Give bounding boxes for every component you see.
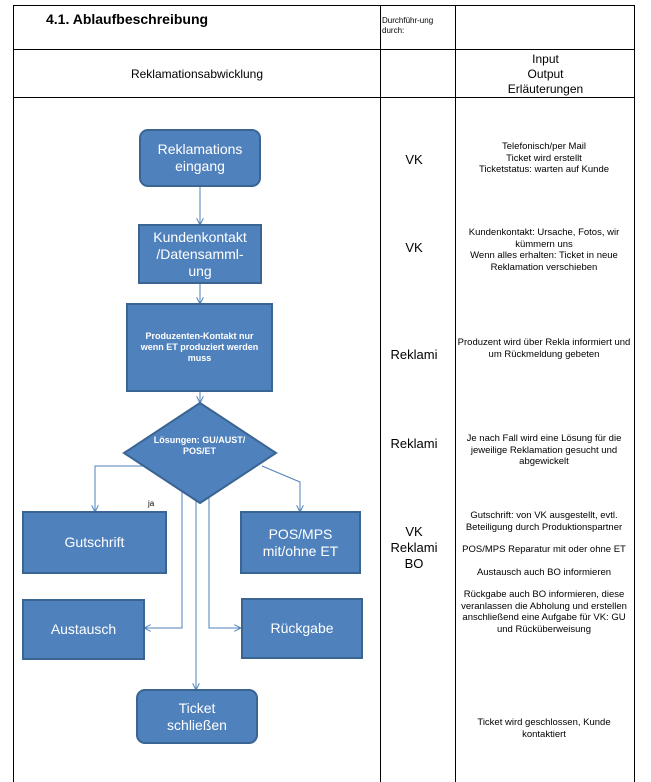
note-5-rueckgabe: Rückgabe auch BO informieren, diese vera…	[461, 589, 627, 635]
note-2-line-1: Kundenkontakt: Ursache, Fotos, wir kümme…	[468, 227, 620, 250]
responsible-5-vk: VK	[405, 524, 423, 539]
responsible-3: Reklami	[390, 347, 438, 362]
note-2: Kundenkontakt: Ursache, Fotos, wir kümme…	[456, 227, 632, 273]
decision-diamond	[122, 401, 278, 505]
step-reklamationseingang: Reklamations eingang	[139, 129, 261, 187]
note-1-line-1: Telefonisch/per Mail	[502, 141, 586, 152]
step-ticket-schliessen: Ticket schließen	[136, 689, 258, 744]
table-border-right	[634, 5, 635, 782]
done-by-header: Durchführ-ung durch:	[382, 16, 434, 35]
io-header-output: Output	[527, 67, 564, 81]
responsible-5: VK Reklami BO	[382, 524, 446, 572]
option-austausch: Austausch	[22, 599, 145, 660]
step-produzentenkontakt: Produzenten-Kontakt nur wenn ET produzie…	[126, 303, 273, 392]
responsible-5-reklami: Reklami	[390, 540, 438, 555]
note-5-austausch: Austausch auch BO informieren	[476, 566, 612, 578]
io-column-header: Input Output Erläuterungen	[456, 52, 635, 97]
note-1-line-3: Ticketstatus: warten auf Kunde	[478, 164, 610, 175]
note-6: Ticket wird geschlossen, Kunde kontaktie…	[477, 717, 611, 740]
note-2-line-2: Wenn alles erhalten: Ticket in neue Rekl…	[470, 250, 618, 273]
note-1-line-2: Ticket wird erstellt	[506, 152, 582, 164]
responsible-2: VK	[405, 240, 423, 255]
yes-label: ja	[148, 499, 155, 508]
note-5-pos-mps: POS/MPS Reparatur mit oder ohne ET	[462, 544, 626, 555]
col-divider-2	[455, 5, 456, 782]
responsible-1: VK	[405, 152, 423, 167]
option-pos-mps: POS/MPS mit/ohne ET	[240, 511, 361, 574]
step-kundenkontakt: Kundenkontakt /Datensamml-ung	[138, 224, 262, 284]
io-header-notes: Erläuterungen	[507, 82, 584, 96]
col-divider-1	[380, 5, 381, 782]
table-border-left	[13, 5, 14, 782]
note-4: Je nach Fall wird eine Lösung für die je…	[466, 433, 622, 467]
note-5-gutschrift: Gutschrift: von VK ausgestellt, evtl. Be…	[465, 510, 623, 533]
page-title: 4.1. Ablaufbeschreibung	[46, 11, 209, 27]
row-divider-2	[13, 97, 635, 98]
option-gutschrift: Gutschrift	[22, 511, 167, 574]
io-header-input: Input	[532, 52, 559, 66]
table-border-top	[13, 5, 635, 6]
decision-label: Lösungen: GU/AUST/ POS/ET	[153, 435, 246, 456]
process-column-header: Reklamationsabwicklung	[130, 67, 264, 81]
note-5: Gutschrift: von VK ausgestellt, evtl. Be…	[456, 510, 632, 635]
row-divider-1	[13, 49, 635, 50]
note-1: Telefonisch/per Mail Ticket wird erstell…	[456, 141, 632, 176]
note-3: Produzent wird über Rekla informiert und…	[457, 337, 631, 360]
option-rueckgabe: Rückgabe	[241, 598, 363, 659]
responsible-5-bo: BO	[404, 556, 424, 571]
responsible-4: Reklami	[390, 436, 438, 451]
